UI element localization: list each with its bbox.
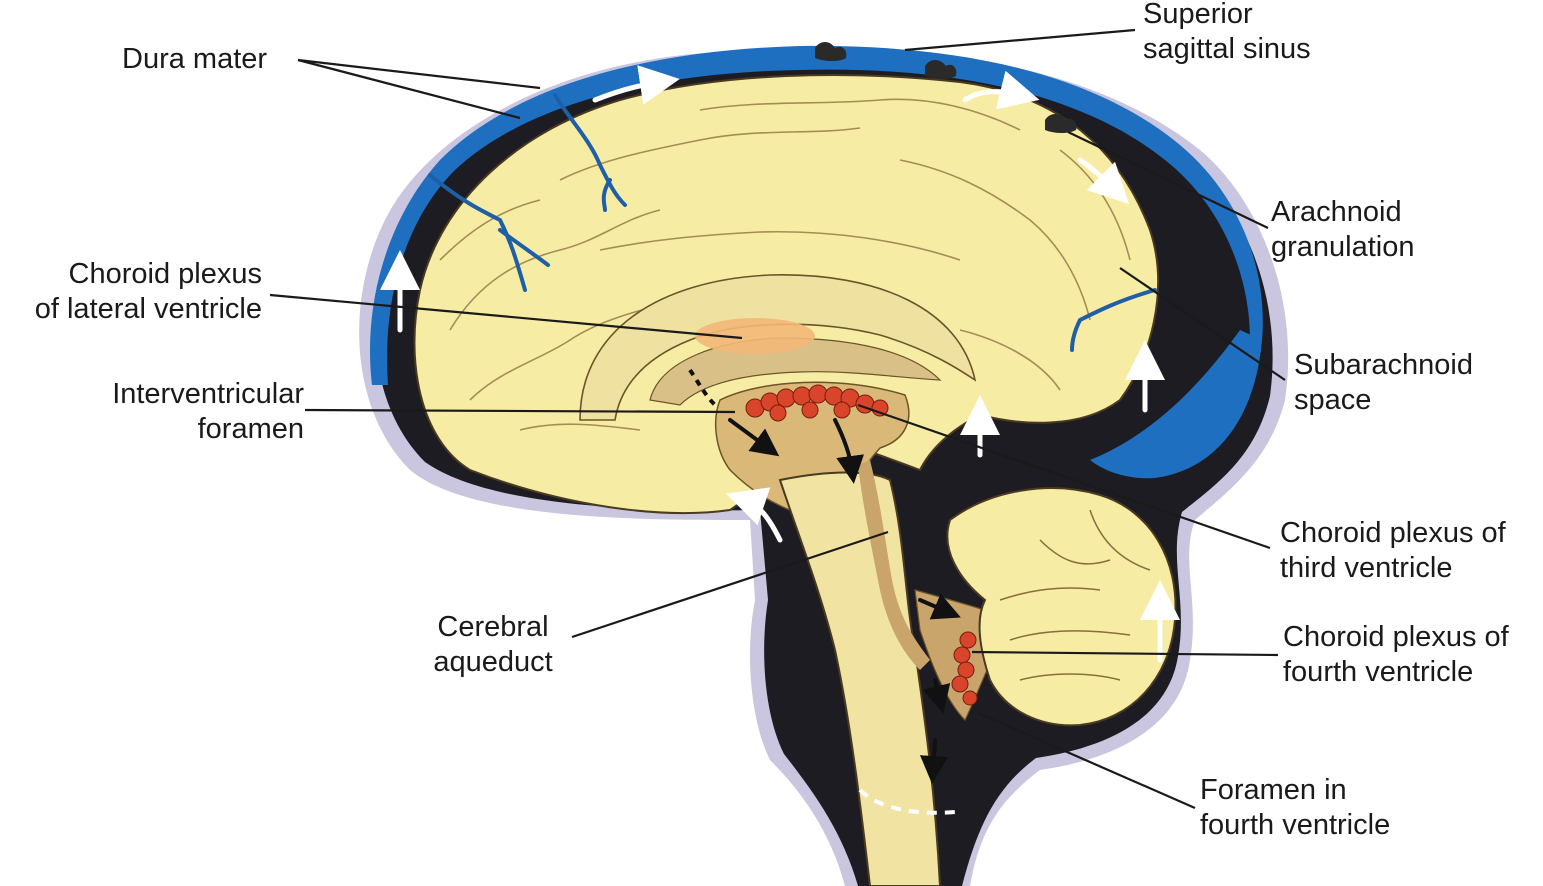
label-superior-sagittal-sinus: Superior sagittal sinus <box>1143 0 1311 67</box>
leader-dura-a <box>298 60 540 88</box>
label-cerebral-aqueduct: Cerebral aqueduct <box>420 610 566 680</box>
label-dura-mater: Dura mater <box>122 42 267 77</box>
label-foramen-fourth-ventricle: Foramen in fourth ventricle <box>1200 773 1390 843</box>
leader-superior-sagittal-sinus <box>905 30 1135 50</box>
label-arachnoid-granulation: Arachnoid granulation <box>1271 195 1415 265</box>
label-interventricular-foramen: Interventricular foramen <box>60 377 304 447</box>
label-subarachnoid-space: Subarachnoid space <box>1294 348 1473 418</box>
label-choroid-plexus-fourth: Choroid plexus of fourth ventricle <box>1283 620 1509 690</box>
label-choroid-plexus-third: Choroid plexus of third ventricle <box>1280 516 1506 586</box>
label-choroid-plexus-lateral: Choroid plexus of lateral ventricle <box>0 257 262 327</box>
leader-dura-b <box>298 60 520 118</box>
